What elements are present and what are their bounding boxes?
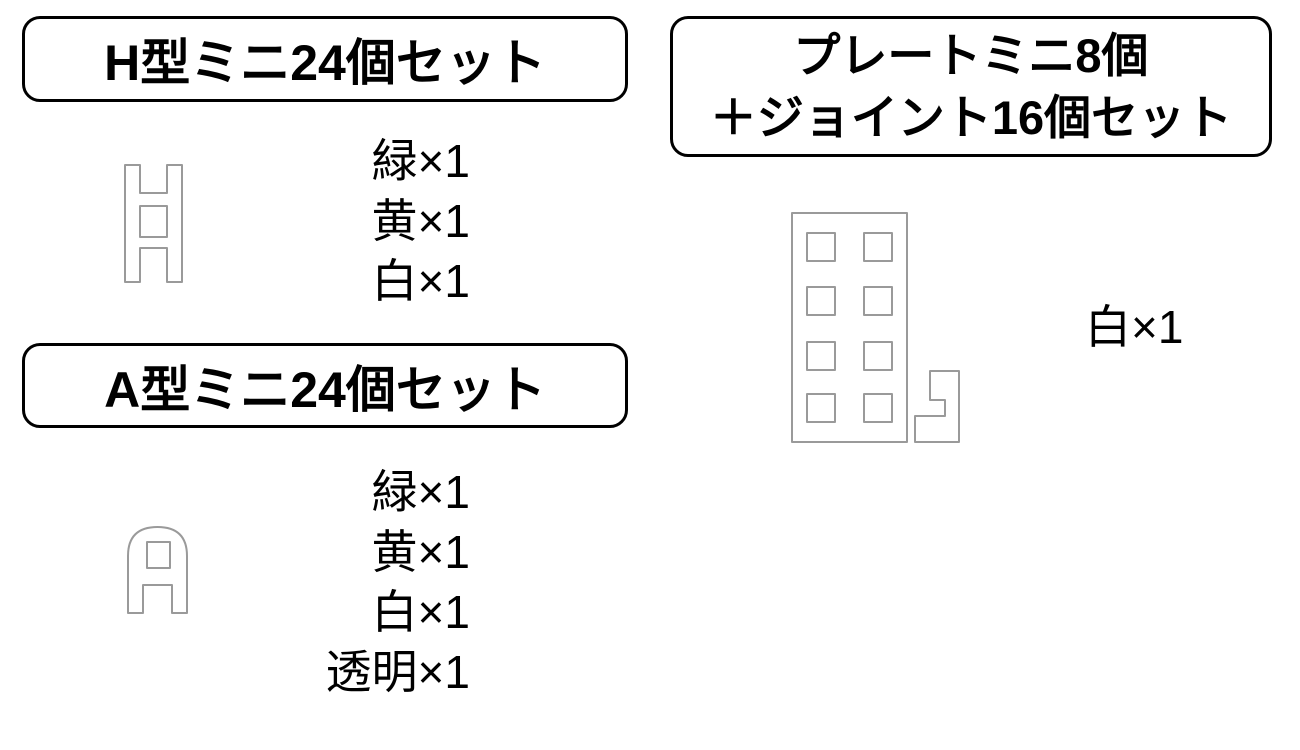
color-line: 白×1 (371, 255, 470, 307)
color-line: 白×1 (1085, 301, 1184, 353)
h-piece-icon (124, 164, 183, 283)
color-line: 緑×1 (371, 466, 470, 518)
h-set-color-list: 緑×1 黄×1 白×1 (270, 131, 470, 311)
plate-and-joint-icon (791, 212, 960, 443)
plate-set-color-list: 白×1 (1085, 302, 1300, 352)
a-set-color-list: 緑×1 黄×1 白×1 透明×1 (250, 462, 470, 702)
color-line: 緑×1 (371, 135, 470, 187)
color-line: 透明×1 (325, 646, 470, 698)
h-set-title-box: H型ミニ24個セット (22, 16, 628, 102)
a-piece-icon (127, 526, 188, 614)
color-line: 黄×1 (371, 195, 470, 247)
h-piece-shape (124, 164, 183, 283)
a-piece-shape (127, 526, 188, 614)
joint-shape (914, 370, 960, 443)
a-set-title-box: A型ミニ24個セット (22, 343, 628, 428)
a-set-title: A型ミニ24個セット (104, 361, 546, 418)
h-set-title: H型ミニ24個セット (104, 35, 546, 91)
plate-shape (791, 212, 908, 443)
color-line: 黄×1 (371, 526, 470, 578)
plate-set-title-box: プレートミニ8個 ＋ジョイント16個セット (670, 16, 1272, 157)
color-line: 白×1 (371, 586, 470, 638)
plate-set-title-line2: ＋ジョイント16個セット (709, 90, 1233, 144)
plate-set-title-line1: プレートミニ8個 (793, 28, 1149, 82)
